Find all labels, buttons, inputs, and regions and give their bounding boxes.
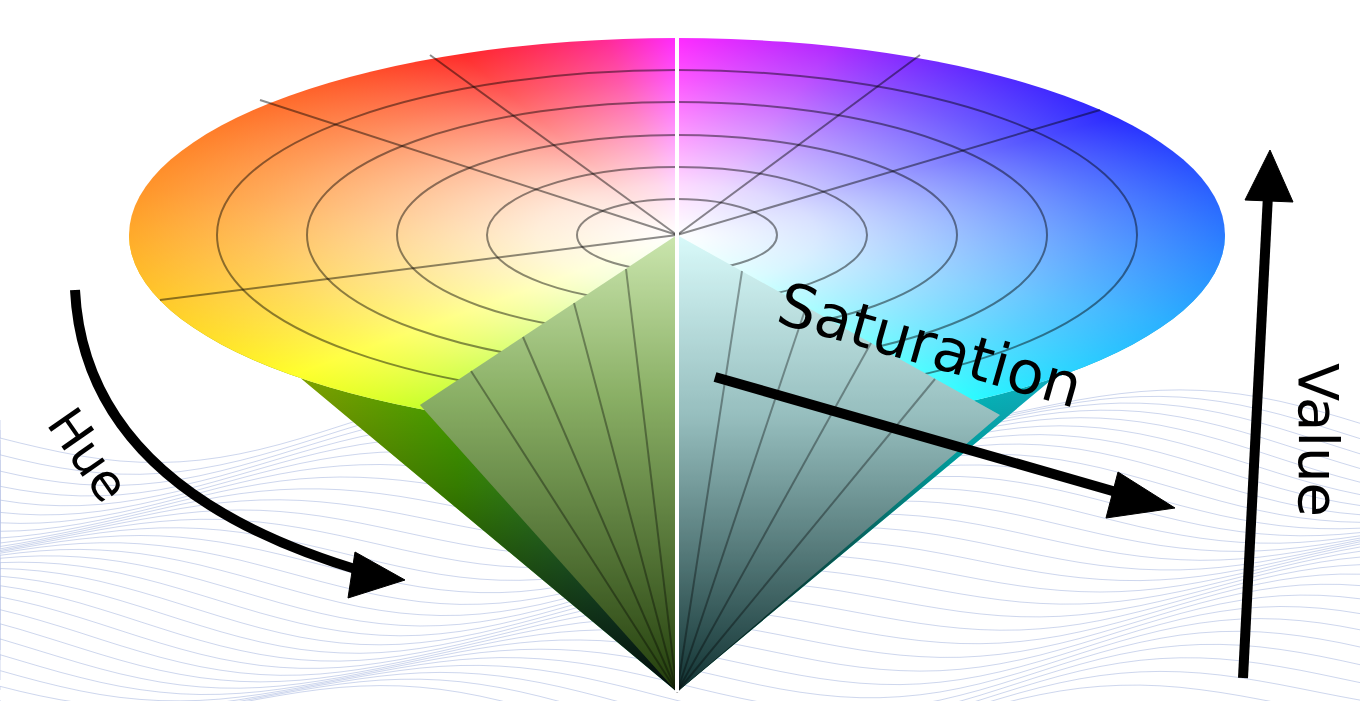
value-label: Value (1290, 363, 1346, 517)
hue-label: Hue (39, 400, 137, 511)
